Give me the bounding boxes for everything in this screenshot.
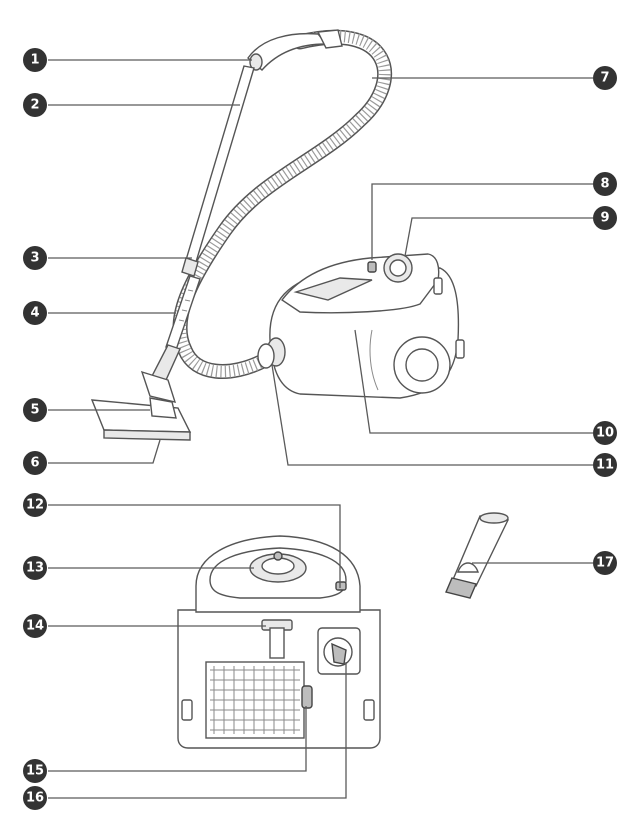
callout-number-15: 15 (26, 764, 44, 779)
leader-lines (48, 59, 593, 799)
callout-number-8: 8 (600, 177, 609, 192)
callout-badge-11: 11 (593, 453, 617, 477)
crevice-nozzle-illustration (445, 512, 510, 599)
callout-number-12: 12 (26, 498, 44, 513)
handle (247, 29, 343, 71)
hose (172, 29, 392, 379)
callout-badge-2: 2 (23, 93, 47, 117)
callout-number-2: 2 (30, 98, 39, 113)
callout-number-5: 5 (30, 403, 39, 418)
callout-number-4: 4 (30, 306, 39, 321)
telescopic-tube (150, 65, 255, 381)
hose-connector (257, 337, 286, 369)
callout-badge-6: 6 (23, 451, 47, 475)
callout-number-9: 9 (600, 211, 609, 226)
callout-badge-5: 5 (23, 398, 47, 422)
main-body (269, 253, 465, 399)
callout-number-10: 10 (596, 426, 614, 441)
callout-badge-7: 7 (593, 66, 617, 90)
vacuum-assembly-illustration (90, 29, 465, 441)
floor-brush (90, 370, 192, 441)
callout-number-7: 7 (600, 71, 609, 86)
callout-badge-8: 8 (593, 172, 617, 196)
callout-badge-16: 16 (23, 786, 47, 810)
callout-badge-3: 3 (23, 246, 47, 270)
callout-number-14: 14 (26, 619, 44, 634)
callout-badge-14: 14 (23, 614, 47, 638)
callout-badge-13: 13 (23, 556, 47, 580)
callout-number-3: 3 (30, 251, 39, 266)
callout-number-13: 13 (26, 561, 44, 576)
callout-number-6: 6 (30, 456, 39, 471)
callout-badge-4: 4 (23, 301, 47, 325)
callout-badge-17: 17 (593, 551, 617, 575)
callout-badge-1: 1 (23, 48, 47, 72)
callout-badge-9: 9 (593, 206, 617, 230)
callout-badge-15: 15 (23, 759, 47, 783)
callout-badge-10: 10 (593, 421, 617, 445)
callout-number-11: 11 (596, 458, 614, 473)
callout-number-1: 1 (30, 53, 39, 68)
vacuum-back-view-illustration (177, 535, 381, 749)
callout-number-17: 17 (596, 556, 614, 571)
callout-badge-12: 12 (23, 493, 47, 517)
callout-number-16: 16 (26, 791, 44, 806)
